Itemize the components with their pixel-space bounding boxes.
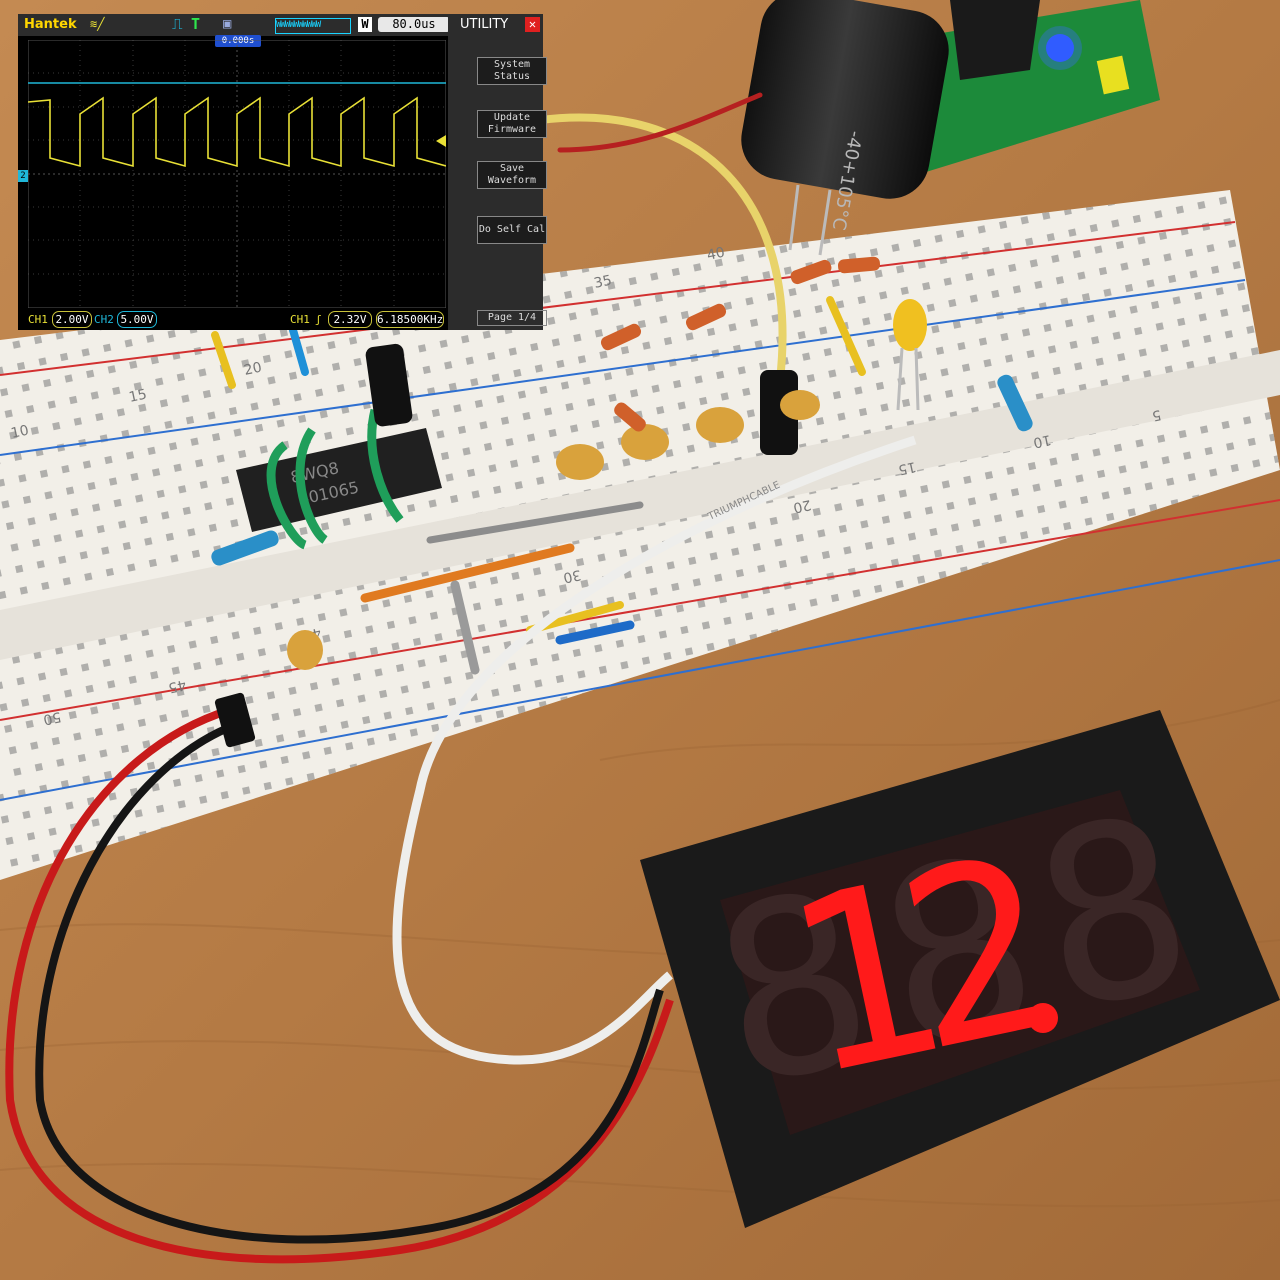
waveform-memory-icon: WWWWWWWWWW [275, 18, 351, 34]
ch2-scale: 5.00V [117, 311, 157, 328]
save-waveform-button[interactable]: Save Waveform [477, 161, 547, 189]
resistors [211, 374, 1033, 566]
row-number: 5 [1150, 406, 1162, 424]
row-number: 15 [128, 387, 149, 406]
ch1-scale: 2.00V [52, 311, 92, 328]
scope-readout-bar: CH1 2.00V CH2 5.00V CH1 ʃ 2.32V 6.18500K… [18, 310, 466, 330]
trigger-level-marker [436, 135, 446, 147]
update-firmware-button[interactable]: Update Firmware [477, 110, 547, 138]
timebase-mode: W [358, 17, 372, 32]
trigger-level: 2.32V [328, 311, 372, 328]
row-number: 45 [167, 676, 188, 695]
ch2-marker: 2 [18, 170, 28, 182]
oscilloscope-screen: Hantek ≋╱ ⎍ T ▣ WWWWWWWWWW W 80.0us 0.00… [18, 14, 547, 330]
decimal-point [1028, 1003, 1058, 1033]
row-number: 10 [10, 423, 31, 442]
scope-brand: Hantek [24, 17, 77, 32]
page-button[interactable]: Page 1/4 [477, 310, 547, 326]
row-number: 10 [1032, 431, 1053, 450]
ceramic-capacitors [287, 390, 820, 670]
perfboard [900, 0, 1160, 180]
row-number: 35 [593, 273, 614, 292]
black-wire [35, 721, 664, 1244]
row-number: 20 [243, 360, 264, 379]
trigger-position: 0.000s [215, 35, 261, 47]
diodes [600, 256, 881, 432]
trigger-slope-icon: ʃ [315, 313, 322, 326]
button-label: Do Self Cal [478, 224, 546, 235]
row-number: 30 [562, 566, 583, 585]
frequency-readout: 6.18500KHz [376, 311, 444, 328]
wire-connector [214, 692, 256, 748]
trigger-source: CH1 [290, 313, 310, 326]
button-label: Save Waveform [487, 163, 537, 186]
electrolytic-capacitor: -40+105°C [741, 0, 949, 256]
self-cal-button[interactable]: Do Self Cal [477, 216, 547, 244]
menu-title: UTILITY [460, 17, 509, 32]
row-number: 20 [792, 496, 813, 515]
system-status-button[interactable]: System Status [477, 57, 547, 85]
blue-led [1046, 34, 1074, 62]
close-icon[interactable]: ✕ [525, 17, 540, 32]
ch1-label: CH1 [28, 313, 48, 326]
trigger-status: T [191, 15, 201, 33]
ch2-label: CH2 [94, 313, 114, 326]
button-label: System Status [493, 59, 531, 82]
jumper-wires [211, 92, 866, 675]
row-number: 15 [897, 458, 918, 477]
white-wire [392, 435, 917, 1065]
red-wire [5, 706, 674, 1264]
row-number: 50 [42, 708, 63, 727]
button-label: Update Firmware [487, 112, 537, 135]
save-icon: ▣ [223, 16, 232, 32]
yellow-led [893, 299, 927, 411]
scope-graticule [28, 40, 446, 308]
ic-chip: 8WQ8 401065 [236, 408, 442, 550]
acquire-icon: ≋╱ [90, 17, 105, 31]
timebase-value: 80.0us [378, 17, 450, 32]
voltmeter: 8 8 8 1 2 [640, 710, 1280, 1228]
ch1-trace [28, 96, 446, 168]
row-number: 40 [706, 245, 727, 264]
scope-status-bar: Hantek ≋╱ ⎍ T ▣ WWWWWWWWWW W 80.0us [18, 14, 466, 36]
trigger-edge-icon: ⎍ [172, 15, 183, 33]
utility-menu: UTILITY ✕ System Status Update Firmware … [448, 14, 547, 330]
